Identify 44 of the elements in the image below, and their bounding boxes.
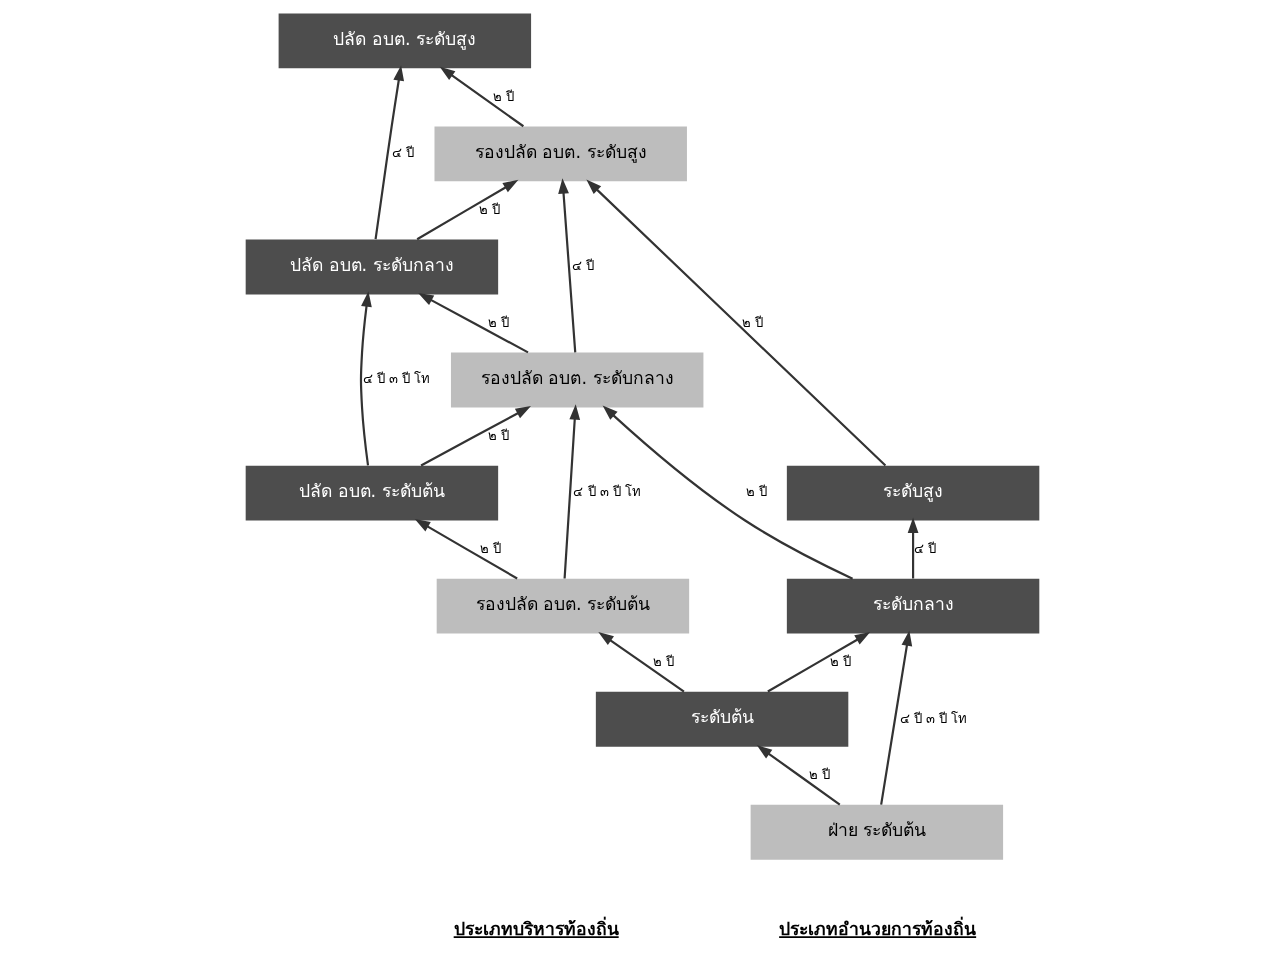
arrow bbox=[880, 630, 913, 805]
node-box: ปลัด อบต. ระดับต้น bbox=[245, 465, 499, 521]
edge-label: ๔ ปี bbox=[913, 540, 936, 556]
arrow bbox=[558, 177, 577, 352]
edge-label: ๔ ปี ๓ ปี โท bbox=[899, 710, 968, 726]
arrow bbox=[907, 517, 919, 578]
node-box: ฝ่าย ระดับต้น bbox=[750, 804, 1004, 860]
label: ประเภทบริหารท้องถิ่น bbox=[453, 918, 619, 939]
edge-label: ๔ ปี bbox=[572, 257, 595, 273]
edge-label: ๔ ปี ๓ ปี โท bbox=[573, 483, 642, 499]
arrow bbox=[598, 631, 685, 692]
arrow bbox=[586, 178, 887, 466]
arrow bbox=[420, 405, 531, 466]
node-box: ระดับกลาง bbox=[786, 578, 1040, 634]
edge-label: ๒ ปี bbox=[487, 314, 509, 330]
edge-label: ๒ ปี bbox=[809, 766, 831, 782]
node-box: ระดับต้น bbox=[595, 691, 849, 747]
node-box: ปลัด อบต. ระดับสูง bbox=[278, 12, 532, 68]
arrow bbox=[602, 404, 854, 580]
edge-label: ๒ ปี bbox=[493, 88, 515, 104]
node-box: รองปลัด อบต. ระดับต้น bbox=[436, 578, 690, 634]
node-box: รองปลัด อบต. ระดับสูง bbox=[434, 125, 687, 181]
label: ประเภทอำนวยการท้องถิ่น bbox=[779, 918, 977, 939]
arrow bbox=[756, 744, 841, 805]
arrow bbox=[439, 66, 525, 127]
arrow bbox=[418, 292, 529, 353]
arrow bbox=[563, 403, 581, 579]
edge-label: ๒ ปี bbox=[479, 540, 502, 556]
edge-label: ๒ ปี bbox=[745, 483, 767, 499]
node-box: รองปลัด อบต. ระดับกลาง bbox=[450, 352, 704, 407]
arrow bbox=[374, 64, 405, 239]
edge-label: ๔ ปี bbox=[392, 144, 415, 160]
arrow bbox=[359, 290, 372, 466]
edge-label: ๒ ปี bbox=[742, 314, 764, 330]
arrow bbox=[416, 179, 519, 240]
edge-label: ๒ ปี bbox=[487, 427, 509, 443]
edge-label: ๔ ปี ๓ ปี โท bbox=[362, 370, 431, 386]
node-box: ระดับสูง bbox=[786, 465, 1040, 521]
node-box: ปลัด อบต. ระดับกลาง bbox=[245, 239, 499, 294]
edge-label: ๒ ปี bbox=[653, 653, 675, 669]
arrow bbox=[767, 631, 871, 692]
arrow bbox=[414, 518, 518, 579]
edge-label: ๒ ปี bbox=[478, 201, 500, 217]
edge-label: ๒ ปี bbox=[830, 653, 852, 669]
